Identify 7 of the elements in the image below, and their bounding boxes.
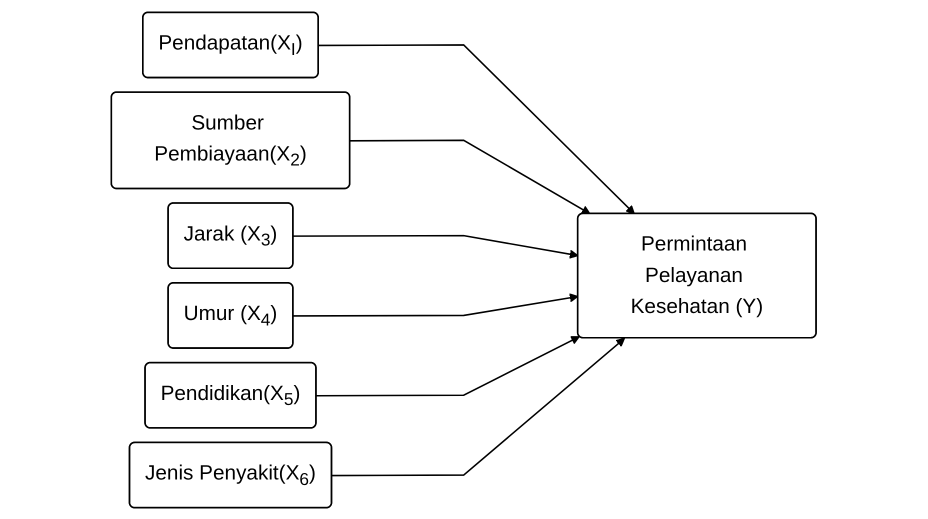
arrow — [294, 234, 579, 258]
arrow — [332, 337, 626, 476]
arrow — [316, 336, 580, 396]
flowchart-drawing: Pendapatan(X$_{I}$) Sumber Pembiayaan(X$_{2}$) Jarak (X$_{3}$) Umur (X$_{4}$) Pendidikan(X$_{5}$) Jenis Penyakit(X$_{6}$) Permintaan Pelayanan Kesehatan (Y) — [103, 4, 825, 516]
arrow — [319, 44, 636, 214]
arrow — [350, 139, 591, 214]
arrow — [294, 292, 579, 316]
